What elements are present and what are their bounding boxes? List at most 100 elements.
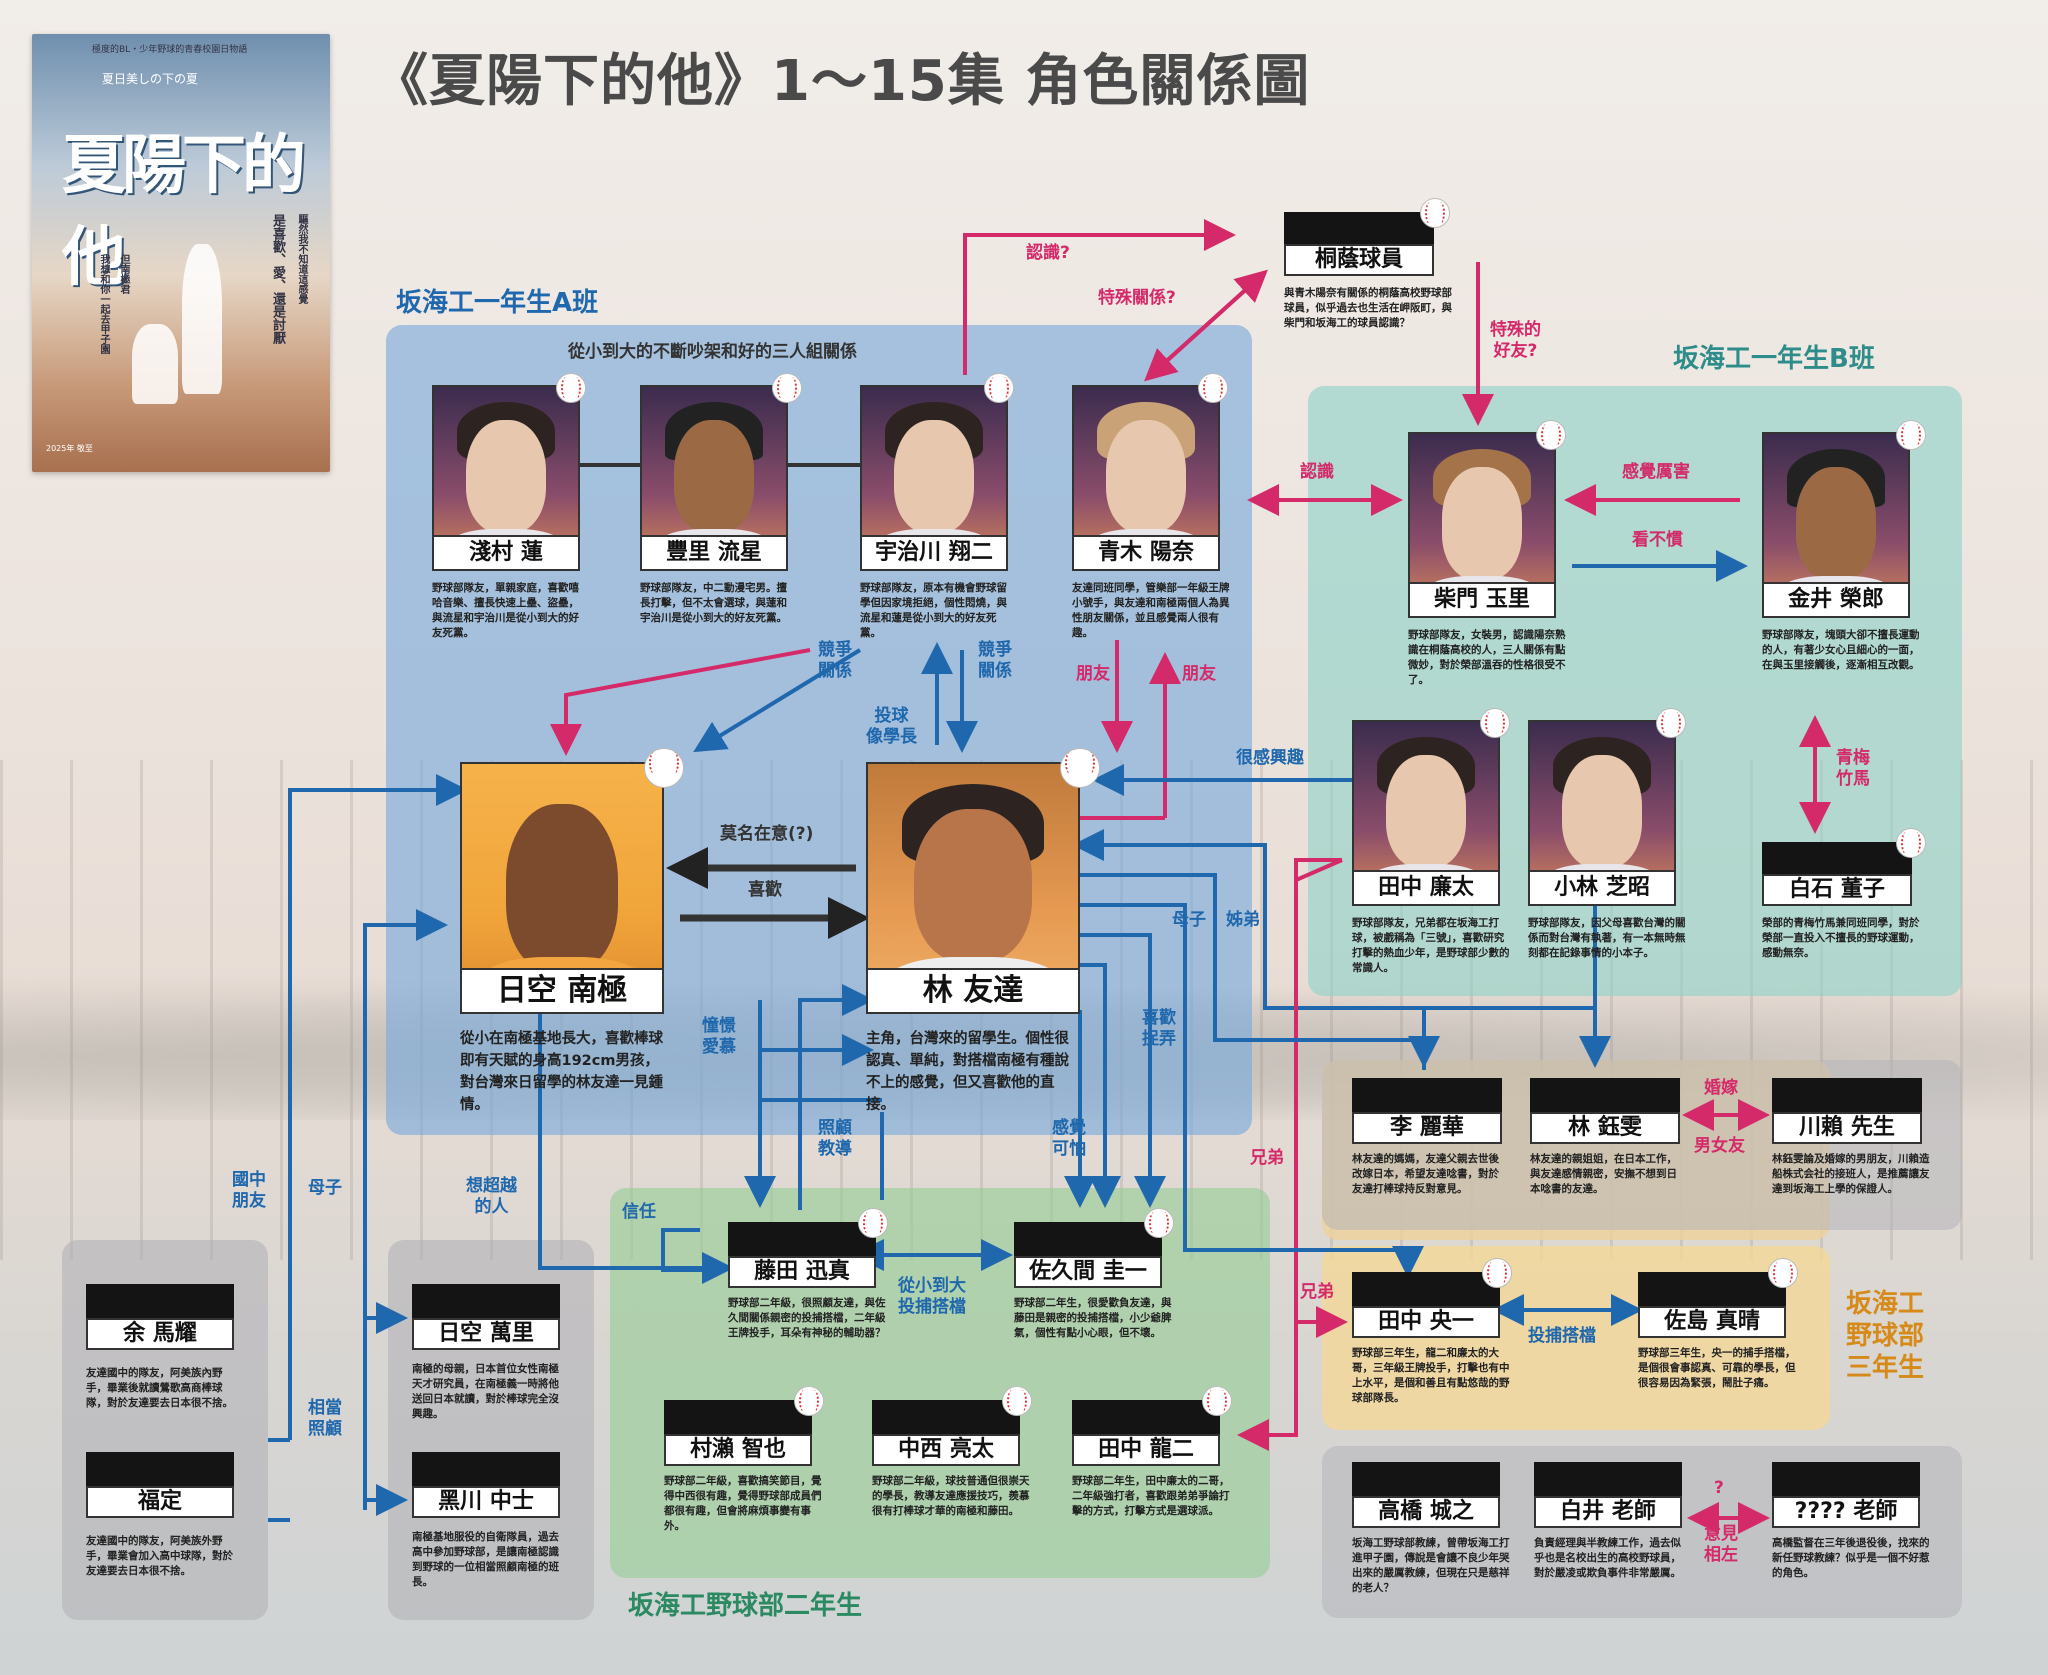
character-name: 佐島 真晴 bbox=[1638, 1306, 1786, 1338]
relation-label: 朋友 bbox=[1182, 664, 1216, 684]
character-name: 小林 芝昭 bbox=[1528, 870, 1676, 906]
relation-label: 特殊的 好友? bbox=[1490, 320, 1541, 361]
poster-vertical-text: 驅然我不知道這感覺 bbox=[296, 214, 307, 304]
character-desc: 野球部二年生，田中廉太的二哥，二年級強打者，喜歡跟弟弟爭論打擊的方式，打擊方式是… bbox=[1072, 1475, 1230, 1517]
relation-label: 兄弟 bbox=[1250, 1148, 1284, 1168]
placeholder-bar bbox=[1014, 1222, 1162, 1256]
character-desc: 主角，台灣來的留學生。個性很認真、單純，對搭檔南極有種說不上的感覺，但又喜歡他的… bbox=[866, 1031, 1069, 1113]
character-name: 豐里 流星 bbox=[640, 535, 788, 571]
baseball-icon bbox=[1896, 828, 1926, 858]
placeholder-bar bbox=[664, 1400, 812, 1434]
character-name: 日空 南極 bbox=[460, 968, 664, 1014]
baseball-icon bbox=[1060, 748, 1100, 788]
baseball-icon bbox=[794, 1386, 824, 1416]
baseball-icon bbox=[1420, 198, 1450, 228]
relation-label: 憧憬 愛慕 bbox=[702, 1016, 736, 1057]
character-name: 宇治川 翔二 bbox=[860, 535, 1008, 571]
character-name: 柴門 玉里 bbox=[1408, 582, 1556, 618]
placeholder-bar bbox=[1352, 1272, 1500, 1306]
placeholder-bar bbox=[86, 1452, 234, 1486]
relation-label: 競爭 關係 bbox=[818, 640, 852, 681]
relation-label: 男女友 bbox=[1694, 1136, 1745, 1156]
character-desc: 榮部的青梅竹馬兼同班同學，對於榮部一直投入不擅長的野球運動，感動無奈。 bbox=[1762, 917, 1920, 959]
character-name: 白井 老師 bbox=[1534, 1496, 1682, 1528]
relation-label: 青梅 竹馬 bbox=[1836, 748, 1870, 789]
baseball-icon bbox=[1482, 1258, 1512, 1288]
character-desc: 友達國中的隊友，阿美族內野手，畢業後就讀鶯歌高商棒球隊，對於友達要去日本很不捨。 bbox=[86, 1367, 233, 1409]
relation-label: 莫名在意(?) bbox=[720, 824, 814, 844]
poster-footer: 2025年 敬至 bbox=[46, 444, 93, 453]
relation-label: 信任 bbox=[622, 1202, 656, 1222]
placeholder-bar bbox=[412, 1452, 560, 1486]
poster-figure bbox=[182, 244, 222, 394]
relation-label: 朋友 bbox=[1076, 664, 1110, 684]
character-name: 福定 bbox=[86, 1486, 234, 1518]
character-name: 白石 董子 bbox=[1762, 874, 1912, 906]
character-name: 林 鈺雯 bbox=[1530, 1112, 1680, 1144]
poster-vertical-text: 我想和你一起去甲子園 bbox=[98, 254, 109, 354]
character-name: 桐蔭球員 bbox=[1284, 244, 1434, 276]
relation-label: 投球 像學長 bbox=[866, 706, 917, 747]
placeholder-bar bbox=[86, 1284, 234, 1318]
baseball-icon bbox=[644, 748, 684, 788]
relation-label: 從小到大 投捕搭檔 bbox=[898, 1276, 966, 1317]
baseball-icon bbox=[1144, 1208, 1174, 1238]
page-title: 《夏陽下的他》1～15集 角色關係圖 bbox=[372, 49, 1311, 114]
character-name: 日空 萬里 bbox=[412, 1318, 560, 1350]
trio-caption: 從小到大的不斷吵架和好的三人組關係 bbox=[568, 342, 857, 362]
baseball-icon bbox=[1480, 708, 1510, 738]
character-desc: 野球部二年級，球技普通但很崇天的學長，教導友達應援技巧，羨慕很有打棒球才華的南極… bbox=[872, 1475, 1030, 1517]
character-desc: 野球部三年生，央一的捕手搭檔，是個很會事認真、可靠的學長，但很容易因為緊張，鬧肚… bbox=[1638, 1347, 1796, 1389]
relation-label: 想超越 的人 bbox=[466, 1176, 517, 1217]
character-name: 淺村 蓮 bbox=[432, 535, 580, 571]
character-name: 藤田 迅真 bbox=[728, 1256, 876, 1288]
character-name: 佐久間 圭一 bbox=[1014, 1256, 1162, 1288]
relation-label: 感覺厲害 bbox=[1622, 462, 1690, 482]
character-name: ???? 老師 bbox=[1772, 1496, 1920, 1528]
placeholder-bar bbox=[1284, 212, 1434, 244]
baseball-icon bbox=[1002, 1386, 1032, 1416]
character-name: 中西 亮太 bbox=[872, 1434, 1020, 1466]
character-desc: 高橋監督在三年後退役後，找來的新任野球教練？似乎是一個不好惹的角色。 bbox=[1772, 1537, 1930, 1579]
relation-label: 喜歡 捉弄 bbox=[1142, 1008, 1176, 1049]
panel-label-third-year: 坂海工 野球部 三年生 bbox=[1846, 1289, 1925, 1383]
character-desc: 林友達的親姐姐，在日本工作，與友達感情親密，安撫不想到日本唸書的友達。 bbox=[1530, 1153, 1677, 1195]
character-desc: 野球部隊友，單親家庭，喜歡嘻哈音樂、擅長快速上壘、盜壘，與流星和宇治川是從小到大… bbox=[432, 582, 579, 639]
baseball-icon bbox=[1768, 1258, 1798, 1288]
character-desc: 南極的母親，日本首位女性南極天才研究員，在南極義一時將他送回日本就讀，對於棒球完… bbox=[412, 1363, 559, 1420]
character-desc: 野球部隊友，塊頭大卻不擅長運動的人，有著少女心且細心的一面，在與玉里接觸後，逐漸… bbox=[1762, 629, 1920, 671]
placeholder-bar bbox=[412, 1284, 560, 1318]
character-name: 高橋 城之 bbox=[1352, 1496, 1500, 1528]
character-name: 村瀨 智也 bbox=[664, 1434, 812, 1466]
relation-label: 特殊關係? bbox=[1098, 288, 1176, 308]
relation-label: 母子 bbox=[1172, 910, 1206, 930]
relation-label: 兄弟 bbox=[1300, 1282, 1334, 1302]
placeholder-bar bbox=[1772, 1078, 1922, 1112]
character-name: 黑川 中士 bbox=[412, 1486, 560, 1518]
baseball-icon bbox=[1198, 373, 1228, 403]
character-desc: 從小在南極基地長大，喜歡棒球即有天賦的身高192cm男孩，對台灣來日留學的林友達… bbox=[460, 1031, 663, 1113]
relation-label: 感覺 可怕 bbox=[1052, 1118, 1086, 1159]
relation-label: ? bbox=[1714, 1478, 1724, 1498]
panel-label-class-a: 坂海工一年生A班 bbox=[396, 288, 599, 318]
relation-label: 認識? bbox=[1026, 243, 1070, 263]
relation-label: 姊弟 bbox=[1226, 910, 1260, 930]
character-name: 川賴 先生 bbox=[1772, 1112, 1922, 1144]
character-name: 余 馬耀 bbox=[86, 1318, 234, 1350]
relation-label: 母子 bbox=[308, 1178, 342, 1198]
character-name: 田中 央一 bbox=[1352, 1306, 1500, 1338]
character-desc: 野球部隊友，女裝男，認識陽奈熟識在桐蔭高校的人，三人關係有點微妙，對於榮部溫吞的… bbox=[1408, 629, 1566, 686]
placeholder-bar bbox=[1072, 1400, 1220, 1434]
character-name: 李 麗華 bbox=[1352, 1112, 1502, 1144]
character-desc: 野球部隊友，中二動漫宅男。擅長打擊，但不太會選球，與蓮和宇治川是從小到大的好友死… bbox=[640, 582, 787, 624]
relation-label: 競爭 關係 bbox=[978, 640, 1012, 681]
baseball-icon bbox=[772, 373, 802, 403]
panel-label-second-year: 坂海工野球部二年生 bbox=[628, 1591, 863, 1621]
baseball-icon bbox=[984, 373, 1014, 403]
relation-label: 相當 照顧 bbox=[308, 1398, 342, 1439]
placeholder-bar bbox=[1638, 1272, 1786, 1306]
character-desc: 野球部二年級，喜歡搞笑節目，覺得中西很有趣，覺得野球部成員們都很有趣，但會將麻煩… bbox=[664, 1475, 822, 1532]
poster-image: 極度的BL・少年野球的青春校園日物語 夏日美しの下の夏 夏陽下的他 是喜歡、愛、… bbox=[32, 34, 330, 472]
character-desc: 友達國中的隊友，阿美族外野手，畢業會加入高中球隊，對於友達要去日本很不捨。 bbox=[86, 1535, 233, 1577]
